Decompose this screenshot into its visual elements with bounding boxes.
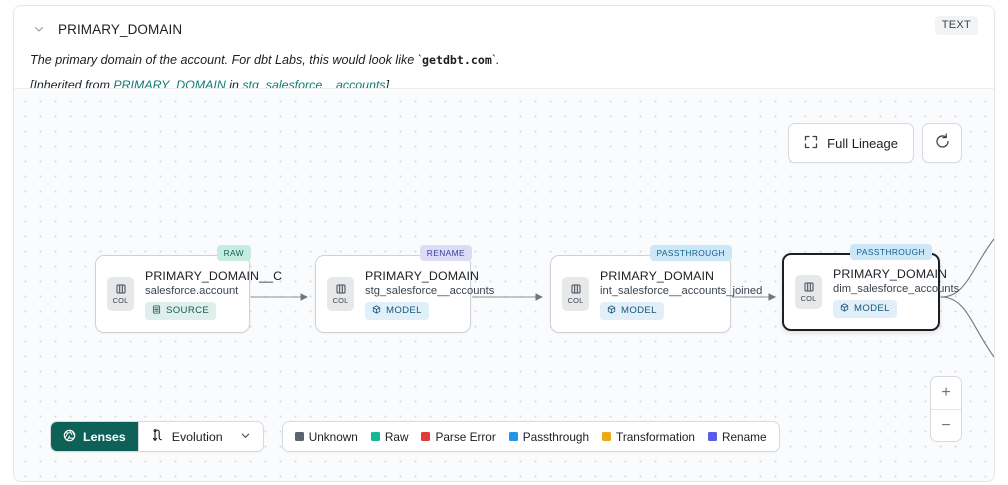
- node-table-name: salesforce.account: [145, 284, 239, 297]
- legend-item-raw: Raw: [370, 429, 409, 444]
- legend-item-parse-error: Parse Error: [421, 429, 496, 444]
- title-row: PRIMARY_DOMAIN: [30, 16, 978, 42]
- legend-label: Passthrough: [522, 429, 590, 444]
- node-kind-pill-model: MODEL: [600, 301, 664, 320]
- lineage-canvas[interactable]: RAW COL PRIMARY_DOMAIN__C salesforce.acc…: [14, 88, 994, 481]
- column-icon: COL: [107, 277, 134, 311]
- node-body: PRIMARY_DOMAIN__C salesforce.account SOU…: [145, 269, 282, 320]
- operation-badge-passthrough: PASSTHROUGH: [849, 244, 932, 260]
- node-body: PRIMARY_DOMAIN dim_salesforce_accounts M…: [833, 267, 959, 318]
- column-chip-label: COL: [567, 296, 584, 305]
- node-column-name: PRIMARY_DOMAIN: [365, 268, 480, 283]
- legend-label: Transformation: [616, 429, 695, 444]
- bottom-toolbar: Lenses Evolution: [50, 421, 780, 452]
- node-kind-pill-source: SOURCE: [145, 301, 217, 320]
- description-text-post: `.: [491, 53, 500, 67]
- legend-item-transformation: Transformation: [602, 430, 695, 444]
- inherited-suffix: ]: [385, 78, 390, 92]
- node-table-name: int_salesforce__accounts_joined: [600, 284, 763, 297]
- chevron-down-icon: [240, 430, 251, 444]
- column-glyph: [335, 283, 347, 295]
- database-icon: [152, 304, 161, 317]
- column-chip-label: COL: [332, 296, 349, 305]
- column-icon: COL: [327, 277, 354, 311]
- cube-icon: [840, 302, 849, 315]
- column-icon: COL: [562, 277, 589, 311]
- lenses-label: Lenses: [83, 429, 126, 444]
- full-lineage-button[interactable]: Full Lineage: [788, 123, 914, 163]
- column-glyph: [570, 283, 582, 295]
- column-icon: COL: [795, 275, 822, 309]
- node-kind-label: MODEL: [621, 305, 657, 316]
- cube-icon: [607, 304, 616, 317]
- legend-label: Unknown: [308, 429, 358, 444]
- node-table-name: dim_salesforce_accounts: [833, 282, 960, 295]
- legend-item-unknown: Unknown: [294, 429, 358, 444]
- panel-card: PRIMARY_DOMAIN TEXT The primary domain o…: [13, 5, 995, 482]
- legend-label: Raw: [384, 429, 409, 444]
- column-type-badge: TEXT: [934, 16, 978, 35]
- evolution-icon: [151, 428, 165, 445]
- chevron-down-icon[interactable]: [30, 20, 48, 38]
- node-column-name: PRIMARY_DOMAIN: [833, 266, 948, 281]
- legend-item-passthrough: Passthrough: [508, 429, 590, 444]
- lens-segmented-control: Lenses Evolution: [50, 421, 264, 452]
- legend-swatch: [294, 432, 304, 441]
- node-kind-label: MODEL: [386, 305, 422, 316]
- node-kind-label: SOURCE: [166, 305, 210, 316]
- zoom-out-button[interactable]: −: [931, 409, 961, 441]
- node-column-name: PRIMARY_DOMAIN__C: [145, 268, 283, 283]
- legend-swatch: [421, 432, 431, 441]
- column-chip-label: COL: [112, 296, 129, 305]
- description-text-pre: The primary domain of the account. For d…: [30, 53, 422, 67]
- node-body: PRIMARY_DOMAIN stg_salesforce__accounts …: [365, 269, 494, 320]
- lineage-legend: Unknown Raw Parse Error Passthrough: [281, 421, 780, 452]
- column-description: The primary domain of the account. For d…: [30, 52, 978, 69]
- lineage-node-dim-model[interactable]: PASSTHROUGH COL PRIMARY_DOMAIN dim_sales…: [782, 244, 959, 331]
- node-kind-pill-model: MODEL: [833, 299, 897, 318]
- node-body: PRIMARY_DOMAIN int_salesforce__accounts_…: [600, 269, 762, 320]
- inherited-mid: in: [225, 78, 243, 92]
- expand-icon: [804, 135, 818, 152]
- operation-badge-passthrough: PASSTHROUGH: [649, 245, 732, 261]
- legend-swatch: [602, 432, 612, 441]
- legend-swatch: [508, 432, 518, 441]
- lineage-controls: Full Lineage: [788, 123, 962, 163]
- operation-badge-raw: RAW: [216, 245, 251, 261]
- cube-icon: [372, 304, 381, 317]
- zoom-controls: + −: [930, 376, 962, 442]
- zoom-in-button[interactable]: +: [941, 384, 951, 401]
- node-kind-pill-model: MODEL: [365, 301, 429, 320]
- page-title: PRIMARY_DOMAIN: [58, 21, 183, 37]
- legend-swatch: [707, 432, 717, 441]
- lineage-node-int-model[interactable]: PASSTHROUGH COL PRIMARY_DOMAIN int_sales…: [550, 245, 762, 333]
- lineage-node-raw-source[interactable]: RAW COL PRIMARY_DOMAIN__C salesforce.acc…: [95, 245, 282, 333]
- evolution-label: Evolution: [171, 429, 223, 444]
- refresh-icon: [934, 133, 951, 153]
- node-kind-label: MODEL: [854, 303, 890, 314]
- column-glyph: [803, 281, 815, 293]
- lineage-node-stg-model[interactable]: RENAME COL PRIMARY_DOMAIN stg_salesforce…: [315, 245, 494, 333]
- aperture-icon: [63, 429, 76, 445]
- legend-label: Parse Error: [435, 429, 496, 444]
- column-chip-label: COL: [800, 294, 817, 303]
- full-lineage-label: Full Lineage: [827, 135, 898, 151]
- legend-item-rename: Rename: [707, 429, 767, 444]
- evolution-dropdown[interactable]: Evolution: [137, 422, 263, 451]
- refresh-button[interactable]: [922, 123, 962, 163]
- node-column-name: PRIMARY_DOMAIN: [600, 268, 715, 283]
- node-table-name: stg_salesforce__accounts: [365, 284, 495, 297]
- operation-badge-rename: RENAME: [419, 245, 472, 261]
- lenses-button[interactable]: Lenses: [51, 422, 138, 451]
- column-glyph: [115, 283, 127, 295]
- legend-label: Rename: [721, 429, 767, 444]
- legend-swatch: [370, 432, 380, 441]
- description-code: getdbt.com: [422, 53, 492, 67]
- panel-header: PRIMARY_DOMAIN TEXT The primary domain o…: [14, 6, 994, 92]
